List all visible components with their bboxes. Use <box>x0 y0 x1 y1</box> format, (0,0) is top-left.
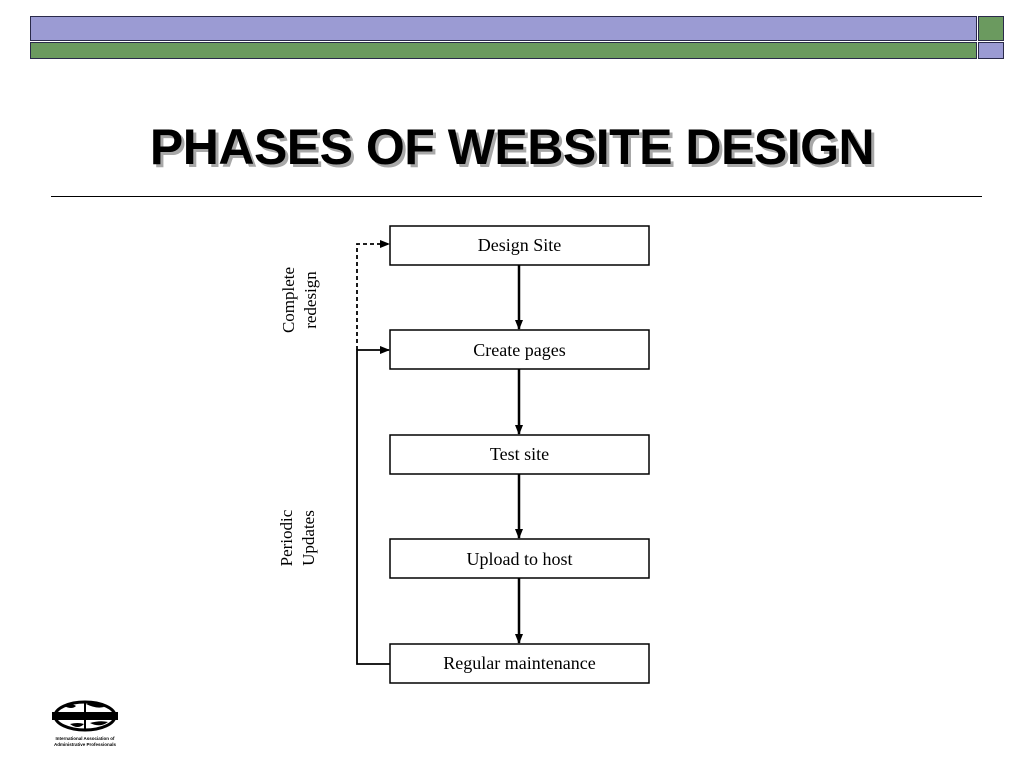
slide-title: PHASES OF WEBSITE DESIGN <box>149 119 875 175</box>
header-bar-green <box>30 42 977 59</box>
step-label-create-pages: Create pages <box>473 340 565 360</box>
step-label-design-site: Design Site <box>478 235 562 255</box>
header-square-green <box>978 16 1004 41</box>
step-box-create-pages: Create pages <box>389 329 650 370</box>
title-divider <box>51 196 982 197</box>
logo-caption-line1: International Association of <box>55 736 115 741</box>
step-box-upload-to-host: Upload to host <box>389 538 650 579</box>
label-complete-line2: redesign <box>301 271 320 329</box>
label-complete-redesign: Complete redesign <box>279 267 320 333</box>
step-box-test-site: Test site <box>389 434 650 475</box>
loop-complete-redesign <box>356 240 390 350</box>
globe-logo-icon: International Association of Administrat… <box>52 700 118 747</box>
logo-caption-line2: Administrative Professionals <box>54 742 117 747</box>
label-periodic-line1: Periodic <box>277 509 296 566</box>
step-label-upload-to-host: Upload to host <box>467 549 573 569</box>
loop-periodic-updates <box>356 346 390 665</box>
step-box-design-site: Design Site <box>389 225 650 266</box>
label-periodic-line2: Updates <box>299 510 318 566</box>
header-bar-purple <box>30 16 977 41</box>
header-square-purple <box>978 42 1004 59</box>
step-label-test-site: Test site <box>490 444 549 464</box>
step-box-regular-maintenance: Regular maintenance <box>389 643 650 684</box>
label-periodic-updates: Periodic Updates <box>277 509 318 566</box>
label-complete-line1: Complete <box>279 267 298 333</box>
step-label-regular-maintenance: Regular maintenance <box>443 653 595 673</box>
